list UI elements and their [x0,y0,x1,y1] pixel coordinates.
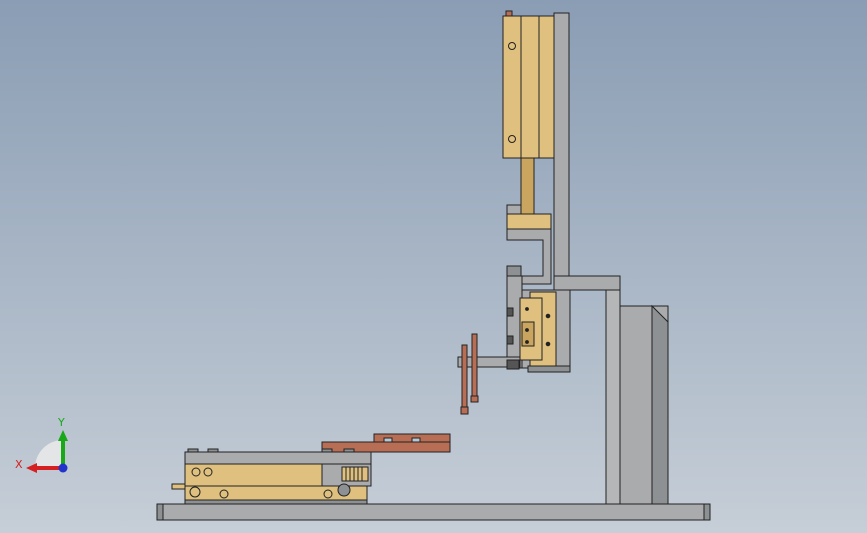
rod-end-block[interactable] [506,213,552,230]
base-plate-foot-right [703,503,711,521]
coordinate-triad: Y X [15,416,68,473]
table-top-tab-4 [343,448,355,453]
table-top-tab-1 [187,448,199,453]
column-riser [605,289,621,505]
probe-pin-left-tip [460,406,469,415]
slide-hole-1 [545,313,551,319]
table-lower-screw-2 [219,489,229,499]
y-axis-arrow [58,430,68,441]
probe-arm-end [506,359,520,370]
slide-hole-4 [525,328,529,332]
table-handle[interactable] [171,483,186,490]
fixture-base[interactable] [321,441,451,453]
x-axis-arrow [26,463,37,473]
table-top-tab-2 [207,448,219,453]
base-plate-foot-left [156,503,164,521]
rod-end-spacer [506,204,522,215]
bracket-screw-2 [506,335,514,345]
fixture-top[interactable] [373,433,451,443]
table-top-tab-3 [321,448,333,453]
bracket-cap [506,265,522,277]
cylinder-port-bottom [508,135,516,143]
vertical-plate[interactable] [553,12,570,280]
horizontal-arm[interactable] [553,275,621,291]
table-lower-screw-3 [323,489,333,499]
column-chamfer [651,304,669,505]
x-axis-label: X [15,458,23,471]
probe-arm[interactable] [457,356,521,368]
table-lower-screw-1 [189,486,201,498]
slide-hole-2 [545,341,551,347]
probe-pin-right-tip [470,395,479,403]
bracket-screw-1 [506,307,514,317]
air-cylinder-body[interactable] [502,15,555,159]
table-bottom-rail [184,499,368,505]
table-screw-2 [203,467,213,477]
probe-pin-left[interactable] [461,344,468,408]
slide-window [521,321,535,347]
z-axis-dot [58,463,68,473]
slide-hole-3 [525,307,529,311]
triad-plane-wedge [35,440,63,468]
table-knob[interactable] [337,483,351,497]
table-screw-1 [191,467,201,477]
cylinder-fitting [505,10,513,17]
base-plate[interactable] [156,503,711,521]
cylinder-port-top [508,42,516,50]
piston-rod[interactable] [520,157,535,215]
table-top-plate[interactable] [184,451,372,465]
slide-hole-5 [525,340,529,344]
y-axis-label: Y [57,416,65,429]
slide-end-stop [527,365,571,373]
probe-pin-right[interactable] [471,333,478,397]
